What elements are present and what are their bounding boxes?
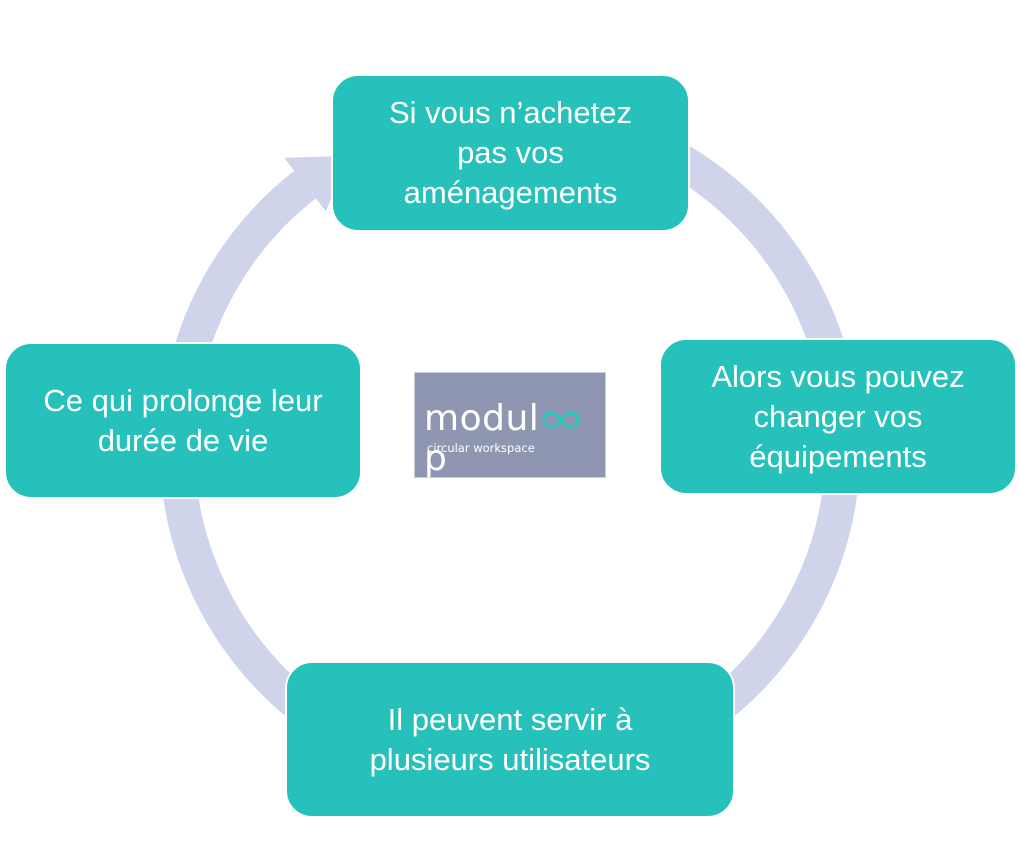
step-box-top: Si vous n’achetez pas vos aménagements: [332, 75, 689, 231]
step-label-left: Ce qui prolonge leur durée de vie: [43, 382, 323, 458]
step-box-left: Ce qui prolonge leur durée de vie: [5, 343, 361, 498]
step-box-right: Alors vous pouvez changer vos équipement…: [660, 339, 1016, 494]
step-label-bottom: Il peuvent servir à plusieurs utilisateu…: [369, 701, 651, 777]
step-label-right: Alors vous pouvez changer vos équipement…: [711, 358, 965, 474]
logo-word-end: p: [424, 438, 448, 479]
step-box-bottom: Il peuvent servir à plusieurs utilisateu…: [286, 662, 734, 817]
logo-tagline: circular workspace: [427, 441, 535, 455]
logo-wordmark: modulp: [424, 399, 605, 479]
step-label-top: Si vous n’achetez pas vos aménagements: [389, 95, 632, 210]
logo-word-start: modul: [424, 398, 540, 439]
moduloop-logo: modulp circular workspace: [414, 372, 606, 479]
infinity-loop-icon: [539, 401, 583, 429]
